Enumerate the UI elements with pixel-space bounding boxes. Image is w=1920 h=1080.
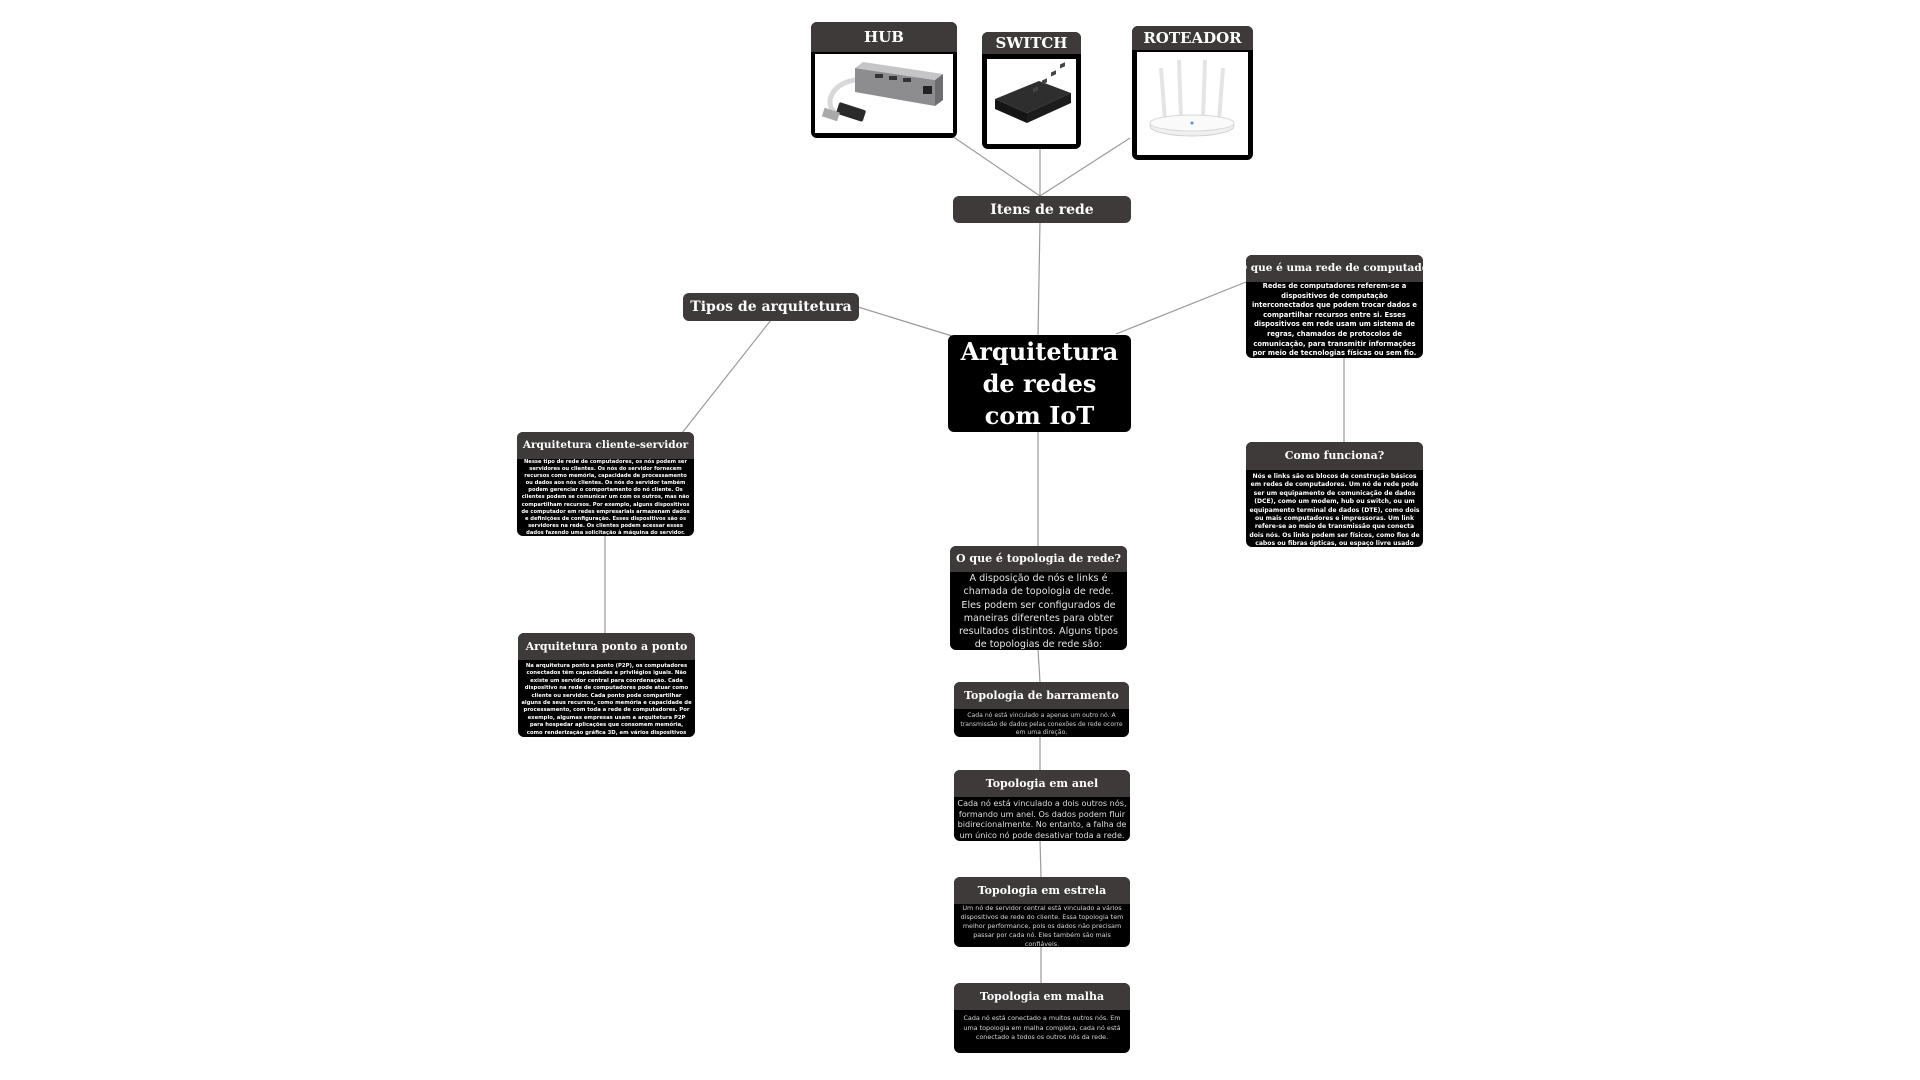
como-funciona-text: Nós e links são os blocos de construção … [1249,473,1420,547]
topologia-malha-text: Cada nó está conectado a muitos outros n… [963,1014,1121,1042]
topologia-barramento-card[interactable]: Topologia de barramento Cada nó está vin… [954,682,1129,737]
network-switch-icon [987,59,1076,144]
connector-central-rede [1115,281,1247,335]
topologia-de-rede-title: O que é topologia de rede? [950,546,1127,572]
topologia-anel-card[interactable]: Topologia em anel Cada nó está vinculado… [954,770,1130,841]
topologia-estrela-title: Topologia em estrela [954,877,1130,904]
rede-de-computadores-title: O que é uma rede de computadores? [1246,255,1423,282]
central-topic[interactable]: Arquitetura de redes com IoT [948,335,1131,432]
tipos-de-arquitetura-node[interactable]: Tipos de arquitetura [683,293,859,321]
router-label: ROTEADOR [1132,26,1253,50]
connector-topologia-barramento [1037,648,1041,683]
connector-anel-estrela [1039,839,1042,878]
topologia-malha-title: Topologia em malha [954,983,1130,1010]
wireless-router-icon [1137,52,1248,155]
connector-central-itens [1037,221,1041,337]
cliente-servidor-card[interactable]: Arquitetura cliente-servidor Nesse tipo … [517,432,694,536]
topologia-estrela-text: Um nó de servidor central está vinculado… [960,904,1124,947]
cliente-servidor-title: Arquitetura cliente-servidor [517,432,694,459]
switch-card[interactable]: SWITCH [982,32,1081,149]
switch-label: SWITCH [982,32,1081,54]
rede-de-computadores-card[interactable]: O que é uma rede de computadores? Redes … [1246,255,1423,358]
ponto-a-ponto-title: Arquitetura ponto a ponto [518,633,695,660]
como-funciona-card[interactable]: Como funciona? Nós e links são os blocos… [1246,442,1423,547]
topologia-barramento-text: Cada nó está vinculado a apenas um outro… [960,712,1123,737]
cliente-servidor-text: Nesse tipo de rede de computadores, os n… [521,459,690,536]
rede-de-computadores-text: Redes de computadores referem-se a dispo… [1251,282,1418,358]
topologia-estrela-card[interactable]: Topologia em estrela Um nó de servidor c… [954,877,1130,947]
topologia-barramento-title: Topologia de barramento [954,682,1129,709]
connector-central-arquitetura [857,306,953,337]
topologia-de-rede-card[interactable]: O que é topologia de rede? A disposição … [950,546,1127,650]
topologia-anel-text: Cada nó está vinculado a dois outros nós… [957,798,1127,840]
como-funciona-title: Como funciona? [1246,442,1423,470]
hub-label: HUB [811,22,957,52]
connector-arquitetura-cliente [681,319,772,434]
router-card[interactable]: ROTEADOR [1132,26,1253,160]
central-topic-text: Arquitetura de redes com IoT [960,336,1119,430]
ponto-a-ponto-text: Na arquitetura ponto a ponto (P2P), os c… [521,663,692,736]
usb-ethernet-hub-icon [815,54,953,133]
hub-card[interactable]: HUB [811,22,957,138]
topologia-anel-title: Topologia em anel [954,770,1130,797]
topologia-de-rede-text: A disposição de nós e links é chamada de… [959,573,1118,650]
ponto-a-ponto-card[interactable]: Arquitetura ponto a ponto Na arquitetura… [518,633,695,737]
itens-de-rede-node[interactable]: Itens de rede [953,196,1131,223]
topologia-malha-card[interactable]: Topologia em malha Cada nó está conectad… [954,983,1130,1053]
